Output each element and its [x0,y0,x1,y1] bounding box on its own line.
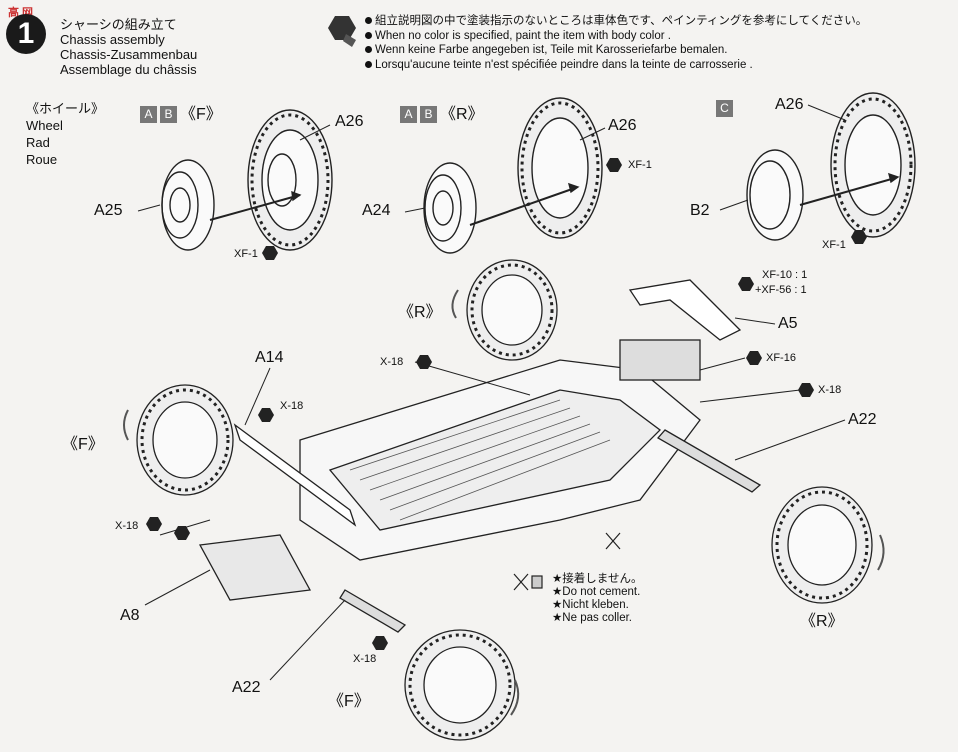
label-a14: A14 [255,349,284,366]
wheel-heading-fr: Roue [26,152,58,167]
label-x18: X-18 [818,384,842,396]
variant-badge: A [140,106,157,124]
label-xf10: XF-10 : 1 [762,269,808,281]
rotation-arrows [123,289,885,716]
variant-position: 《F》 [180,106,222,123]
label-front-wheel: 《F》 [328,693,370,710]
paint-note-jp: 組立説明図の中で塗装指示のないところは車体色です、ペインティングを参考にしてくだ… [375,15,868,27]
cement-note-de: ★Nicht kleben. [552,599,629,611]
paint-note-en: When no color is specified, paint the it… [375,29,671,42]
title-fr: Assemblage du châssis [60,62,197,77]
label-xf56: +XF-56 : 1 [755,284,807,296]
label-x18: X-18 [353,653,377,665]
paint-icon [328,16,356,47]
bullet-icon [365,60,372,68]
variant-badge: B [420,106,437,124]
chassis-wheels [136,259,873,741]
label-a26: A26 [335,113,364,130]
wheel-heading-en: Wheel [26,118,63,133]
label-a22: A22 [848,411,877,428]
label-front-wheel: 《F》 [62,436,104,453]
label-a22: A22 [232,679,261,696]
paint-note-fr: Lorsqu'aucune teinte n'est spécifiée pei… [375,58,753,71]
wheel-assembly-c [746,92,916,241]
label-a24: A24 [362,202,391,219]
label-a5: A5 [778,315,798,332]
variant-c: C [716,100,736,118]
paint-note: 組立説明図の中で塗装指示のないところは車体色です、ペインティングを参考にしてくだ… [365,14,867,72]
label-b2: B2 [690,202,710,219]
variant-position: 《R》 [440,106,484,123]
paint-note-de: Wenn keine Farbe angegeben ist, Teile mi… [375,44,728,56]
cement-note: ★接着しません。 ★Do not cement. ★Nicht kleben. … [552,573,642,625]
wheel-assembly-front [161,109,333,251]
wheel-assembly-rear [423,97,603,254]
label-rear-wheel: 《R》 [398,304,442,321]
variant-badge: C [716,100,733,118]
title-de: Chassis-Zusammenbau [60,47,198,62]
variant-badge: B [160,106,177,124]
cement-note-fr: ★Ne pas coller. [552,612,632,624]
variant-badge: A [400,106,417,124]
label-xf1: XF-1 [822,239,846,251]
label-xf16: XF-16 [766,352,796,364]
label-a8: A8 [120,607,140,624]
cement-note-jp: ★接着しません。 [552,573,643,585]
label-a26: A26 [608,117,637,134]
label-xf1: XF-1 [628,159,652,171]
chassis-floorpan [198,279,762,633]
label-x18: X-18 [115,520,139,532]
label-a26: A26 [775,96,804,113]
wheel-heading-de: Rad [26,135,50,150]
label-a25: A25 [94,202,123,219]
title-en: Chassis assembly [60,32,165,47]
label-xf1: XF-1 [234,248,258,260]
leader-lines [137,104,846,681]
label-x18: X-18 [380,356,404,368]
bullet-icon [365,17,372,25]
label-rear-wheel: 《R》 [800,613,844,630]
bullet-icon [365,46,372,54]
no-cement-icon [513,532,621,591]
title-jp: シャーシの組み立て [60,17,177,32]
step-number: 1 [6,14,46,54]
label-x18: X-18 [280,400,304,412]
step-title: シャーシの組み立て Chassis assembly Chassis-Zusam… [60,17,197,77]
wheel-heading-jp: 《ホイール》 [26,101,105,116]
bullet-icon [365,31,372,39]
wheel-heading: 《ホイール》 Wheel Rad Roue [26,100,104,168]
cement-note-en: ★Do not cement. [552,586,641,598]
